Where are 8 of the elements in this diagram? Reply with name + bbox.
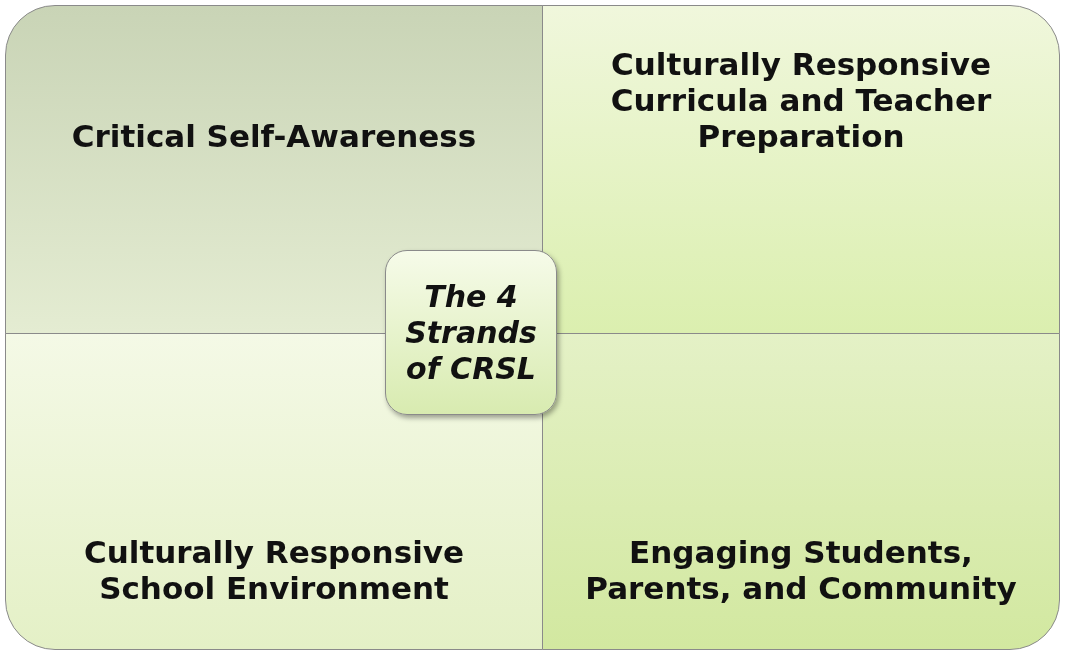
quadrant-heading: Critical Self-Awareness bbox=[71, 118, 477, 154]
quadrant-heading: Culturally Responsive Curricula and Teacher Preparation bbox=[609, 46, 993, 154]
quadrant-heading: Culturally Responsive School Environment bbox=[83, 534, 465, 606]
quadrant-panel bbox=[542, 333, 1060, 650]
center-heading: The 4 Strands of CRSL bbox=[404, 278, 538, 387]
quadrant-panel bbox=[542, 5, 1060, 334]
quadrant-heading: Engaging Students, Parents, and Community bbox=[584, 534, 1018, 606]
center-box bbox=[385, 250, 557, 415]
